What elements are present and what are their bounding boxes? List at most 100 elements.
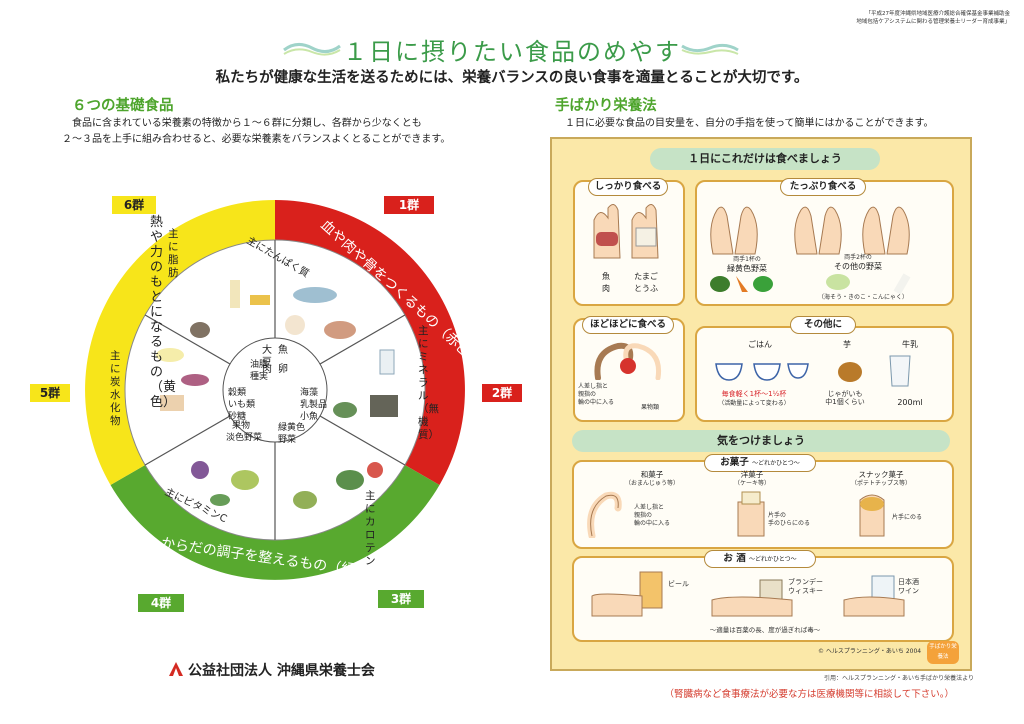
okashi-snack-paren: （ポテトチップス等） [850, 480, 911, 487]
citation: 引用：ヘルスプランニング・あいち手ばかり栄養法より [823, 675, 974, 682]
group6-food-nuts: 種実 [250, 372, 269, 382]
group3-main-label: 主にカロテン [365, 490, 376, 567]
sake-label-sub: 〜どれかひとつ〜 [749, 556, 797, 563]
sonota-gohan-amount: 毎食軽く1杯〜1½杯 [721, 390, 787, 398]
group5-main-label: 主に炭水化物 [110, 350, 121, 427]
banner-eat-daily: １日にこれだけは食べましょう [650, 148, 880, 170]
sake-note: 〜適量は百薬の長、度が過ぎれば毒〜 [709, 626, 821, 634]
group1-food-meat: 肉 [262, 364, 272, 375]
wave-decoration-right-icon [681, 43, 739, 55]
okashi-yogashi: 洋菓子 [740, 470, 764, 479]
shikkari-item-meat: 肉 [602, 284, 610, 293]
okashi-snack-note: 片手にのる [892, 514, 923, 521]
hodohodo-note-line1: 人差し指と [578, 383, 609, 390]
tappuri-label: たっぷり食べる [780, 178, 866, 196]
group4-food-lightveg: 淡色野菜 [226, 433, 263, 443]
hodohodo-label: ほどほどに食べる [582, 316, 674, 334]
tappuri-left-name: 緑黄色野菜 [727, 264, 767, 273]
group5-tag: 5群 [30, 384, 70, 402]
group3-food-green: 緑黄色 [278, 423, 306, 433]
sonota-imo-amount-line1: じゃがいも [827, 390, 863, 398]
shikkari-item-egg: たまご [634, 272, 658, 281]
right-section-heading: 手ばかり栄養法 [555, 98, 657, 114]
center-circle [222, 337, 328, 443]
wave-decoration-left-icon [283, 43, 341, 56]
ring-green-sector [110, 465, 440, 580]
okashi-yogashi-note-line1: 片手の [768, 512, 787, 519]
group1-food-egg: 卵 [278, 364, 288, 375]
funding-note: 「平成27年度沖縄県地域医療介護総合確保基金事業補助金 地域包括ケアシステムに関… [790, 10, 1010, 26]
right-section-text: １日に必要な食品の目安量を、自分の手指を使って簡単にはかることができます。 [565, 118, 934, 129]
association-name: 公益社団法人 沖縄県栄養士会 [188, 663, 375, 679]
group2-food-smallfish: 小魚 [300, 412, 319, 422]
group2-food-seaweed: 海藻 [300, 388, 319, 398]
sake-beer: ビール [668, 580, 689, 588]
okashi-snack: スナック菓子 [858, 470, 904, 479]
both-hands-icon [710, 206, 910, 255]
page-subtitle: 私たちが健康な生活を送るためには、栄養バランスの良い食事を適量とることが大切です… [215, 70, 809, 86]
sake-nihonshu: 日本酒 [898, 578, 919, 586]
okashi-label-sub: 〜どれかひとつ〜 [752, 460, 800, 467]
shikkari-label: しっかり食べる [588, 178, 668, 196]
group2-food-dairy: 乳製品 [300, 400, 328, 410]
group3-tag: 3群 [378, 590, 424, 608]
banner-be-careful: 気をつけましょう [572, 430, 950, 452]
ring-yellow-sector [85, 200, 276, 485]
sake-brandy: ブランデー [788, 578, 823, 586]
sonota-imo-amount-line2: 中1個くらい [825, 398, 865, 406]
six-food-groups-wheel [85, 200, 465, 580]
page-title: １日に摂りたい食品のめやす [343, 38, 681, 66]
group6-main-label: 主に脂肪 [168, 228, 179, 279]
group6-tag: 6群 [112, 196, 156, 214]
copyright: © ヘルスプランニング・あいち 2004 [818, 648, 922, 655]
okashi-yogashi-paren: （ケーキ等） [733, 480, 770, 487]
hodohodo-note-line3: 輪の中に入る [578, 399, 615, 406]
left-text-line1: 食品に含まれている栄養素の特徴から１〜６群に分類し、各群から少なくとも [72, 118, 422, 129]
rice-potato-milk-icon [715, 355, 911, 387]
sonota-imo-amount: じゃがいも 中1個くらい [815, 390, 875, 406]
hodohodo-note: 人差し指と 親指の 輪の中に入る [578, 383, 628, 407]
group1-food-daizu: 大豆 [262, 345, 272, 368]
tappuri-left-note: 両手1杯の [733, 256, 761, 263]
group3-food-veg: 野菜 [278, 435, 297, 445]
group5-food-sugar: 砂糖 [228, 412, 247, 422]
okashi-label: お菓子 〜どれかひとつ〜 [704, 454, 816, 472]
okashi-yogashi-note: 片手の 手のひらにのる [768, 512, 818, 528]
sake-whisky: ウィスキー [788, 587, 823, 595]
group5-food-imo: いも類 [228, 400, 256, 410]
palm-portion-icon [593, 204, 659, 259]
group2-main-label: 主にミネラル（無機質） [418, 325, 439, 441]
group6-food-oil: 油脂 [250, 360, 269, 370]
tappuri-right-note: 両手2杯の [844, 254, 872, 261]
left-text-line2: ２〜３品を上手に組み合わせると、必要な栄養素をバランスよくとることができます。 [62, 134, 451, 145]
alcohol-glasses-icon [591, 571, 905, 617]
group1-tag: 1群 [384, 196, 434, 214]
okashi-wagashi-note-line1: 人差し指と [634, 504, 665, 511]
okashi-wagashi-note: 人差し指と 親指の 輪の中に入る [634, 504, 684, 528]
association-logo-icon [169, 662, 183, 676]
left-section-heading: ６つの基礎食品 [72, 98, 174, 114]
tappuri-sub: （海そう・きのこ・こんにゃく） [817, 294, 908, 301]
finger-ring-icon [594, 342, 662, 380]
okashi-wagashi-note-line3: 輪の中に入る [634, 520, 671, 527]
funding-note-line2: 地域包括ケアシステムに関わる管理栄養士リーダー育成事業」 [856, 19, 1010, 25]
hodohodo-note-line2: 親指の [578, 391, 597, 398]
okashi-wagashi-paren: （おまんじゅう等） [624, 480, 679, 487]
sonota-imo: 芋 [843, 340, 851, 349]
sweets-hands-icon [587, 491, 885, 538]
funding-note-line1: 「平成27年度沖縄県地域医療介護総合確保基金事業補助金 [865, 11, 1010, 17]
sonota-gohan-sub: （活動量によって変わる） [718, 400, 790, 407]
sake-wine: ワイン [898, 587, 919, 595]
hodohodo-fruit: 果物類 [640, 404, 659, 411]
sonota-gohan: ごはん [748, 340, 772, 349]
sonota-label: その他に [790, 316, 856, 334]
shikkari-item-tofu: とうふ [634, 284, 658, 293]
group2-tag: 2群 [482, 384, 522, 402]
group4-tag: 4群 [138, 594, 184, 612]
group1-food-fish: 魚 [278, 345, 288, 356]
tappuri-right-name: その他の野菜 [834, 262, 882, 271]
sake-label-title: お 酒 [723, 553, 746, 564]
ring-red-sector [275, 200, 465, 485]
okashi-yogashi-note-line2: 手のひらにのる [768, 520, 811, 527]
left-section-text: 食品に含まれている栄養素の特徴から１〜６群に分類し、各群から少なくとも ２〜３品… [62, 116, 522, 148]
